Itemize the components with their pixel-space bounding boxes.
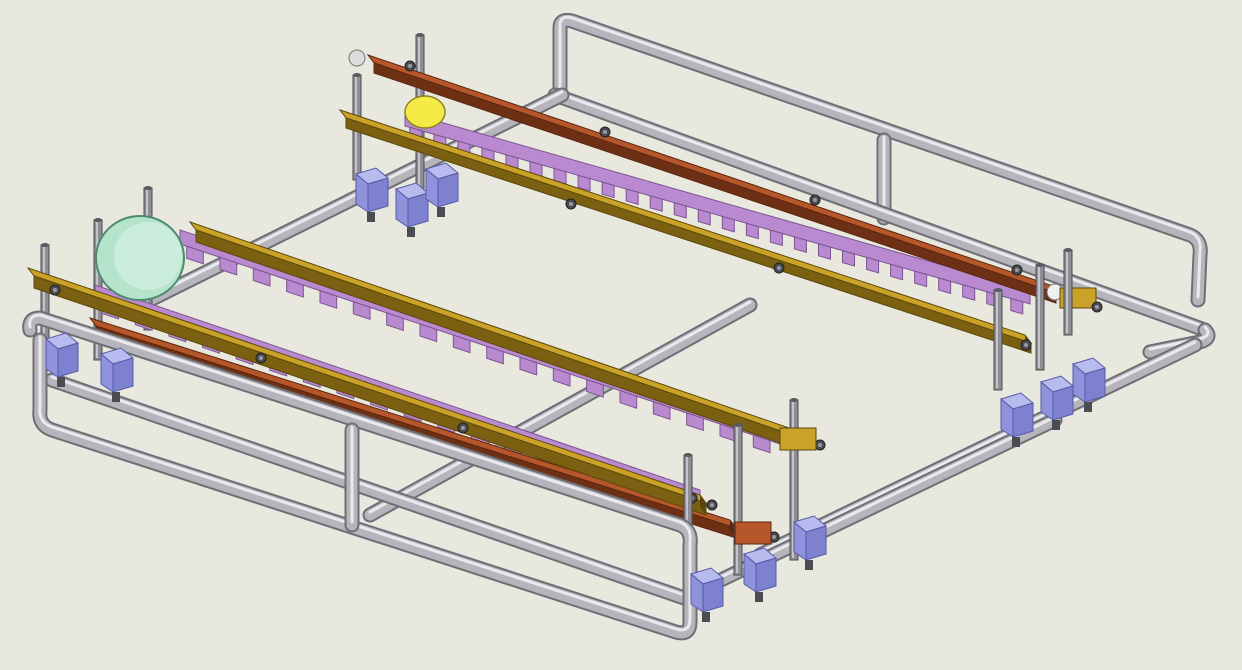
hex-socket-screw-icon <box>49 284 61 296</box>
post-clamp-icon <box>424 162 460 217</box>
rack-tooth <box>1010 297 1024 315</box>
base-center-rail <box>362 297 758 523</box>
tube-frame-back <box>552 12 1208 308</box>
rack-tooth <box>252 267 271 287</box>
hex-socket-screw-icon <box>404 60 416 72</box>
hex-socket-screw-icon <box>773 262 785 274</box>
post-clamp-icon <box>689 567 725 622</box>
rack-tooth <box>219 256 238 276</box>
rack-tooth <box>319 289 338 309</box>
hex-socket-screw-icon <box>565 198 577 210</box>
hex-socket-screw-icon <box>457 422 469 434</box>
rack-tooth <box>914 270 928 288</box>
post-front-right-2 <box>733 423 743 576</box>
post-back-right-3 <box>993 288 1003 391</box>
hex-socket-screw-icon <box>255 352 267 364</box>
lens-highlight <box>114 222 182 290</box>
rack-tooth <box>352 301 371 321</box>
rack-tooth <box>962 284 976 301</box>
rack-tooth <box>866 256 880 274</box>
post-back-right <box>1063 248 1073 336</box>
post-back-right-2 <box>1035 263 1045 371</box>
rack-tooth <box>552 367 571 387</box>
lens-icon <box>404 95 446 129</box>
rail-assembly-back <box>338 33 1103 391</box>
back-top-rail <box>552 12 1208 308</box>
rack-tooth <box>286 278 304 298</box>
rack-tooth <box>625 188 639 206</box>
hex-socket-screw-icon <box>809 194 821 206</box>
post-clamps <box>44 162 1107 622</box>
hex-socket-screw-icon <box>599 126 611 138</box>
hex-socket-screw-icon <box>1020 339 1032 351</box>
tube-frame-front <box>22 310 698 641</box>
rack-tooth <box>452 334 471 354</box>
copper-end-block <box>734 521 772 545</box>
post-front-right-3 <box>789 398 799 561</box>
post-clamp-icon <box>394 182 430 237</box>
brass-end-block <box>779 427 817 451</box>
rack-tooth <box>793 236 807 253</box>
rack-tooth <box>577 174 591 192</box>
rack-tooth <box>890 263 904 281</box>
rack-tooth <box>586 378 604 398</box>
rack-tooth <box>745 222 759 240</box>
rack-tooth <box>652 401 671 421</box>
hex-socket-screw-icon <box>1011 264 1023 276</box>
rack-tooth <box>938 277 952 295</box>
hex-socket-screw-icon <box>1091 301 1103 313</box>
rack-tooth <box>386 312 404 332</box>
hex-socket-screw-icon <box>706 499 718 511</box>
rack-tooth <box>186 245 204 265</box>
post-clamp-icon <box>354 167 390 222</box>
copper-rail-back <box>366 54 1058 304</box>
rack-tooth <box>842 249 856 267</box>
rack-tooth <box>419 323 438 343</box>
front-loop <box>22 310 698 641</box>
post-clamp-icon <box>742 547 778 602</box>
rack-tooth <box>769 229 783 247</box>
post-clamp-icon <box>44 332 80 387</box>
rail-assembly-front <box>26 186 826 601</box>
rack-tooth <box>601 181 615 199</box>
post-clamp-icon <box>1039 375 1075 430</box>
rack-tooth <box>686 412 704 432</box>
hex-socket-screw-icon <box>814 439 826 451</box>
rack-tooth <box>649 195 663 212</box>
post-clamp-icon <box>792 515 828 570</box>
rack-tooth <box>721 215 735 233</box>
rack-tooth <box>673 202 687 219</box>
brass-rail-front <box>26 267 708 516</box>
rack-tooth <box>817 243 831 260</box>
base-rail-far <box>547 87 1213 338</box>
rack-tooth <box>619 389 638 409</box>
post-clamp-icon <box>999 392 1035 447</box>
post-clamp-icon <box>1071 357 1107 412</box>
base-rail-near <box>44 372 698 608</box>
rack-tooth <box>486 345 504 365</box>
post-clamp-icon <box>99 347 135 402</box>
rack-tooth <box>697 208 711 226</box>
rack-tooth <box>519 356 538 376</box>
knurled-knob-icon <box>348 49 366 67</box>
rack-tooth <box>752 434 771 454</box>
